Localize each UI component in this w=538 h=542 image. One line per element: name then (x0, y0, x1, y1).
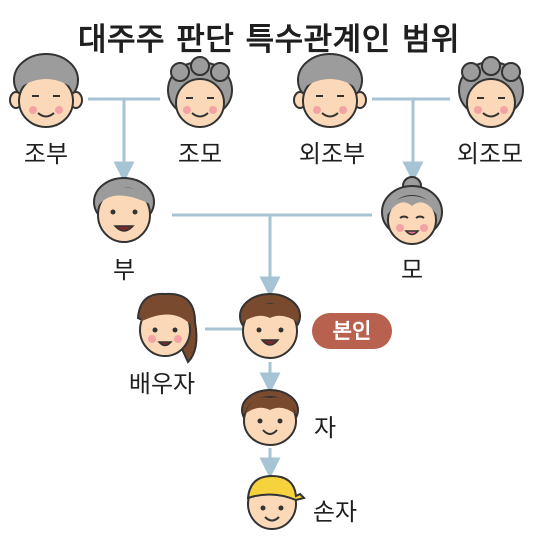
label-mother: 모 (400, 256, 424, 284)
maternal-grandfather-icon (293, 53, 367, 128)
label-father: 부 (112, 256, 136, 284)
grandfather-icon (9, 53, 83, 128)
connectors (88, 97, 450, 479)
label-maternal-grandfather: 외조부 (298, 140, 366, 168)
label-grandmother: 조모 (177, 140, 223, 168)
maternal-grandmother-icon (458, 56, 524, 128)
label-spouse: 배우자 (128, 370, 196, 398)
grandchild-icon (246, 474, 306, 530)
label-grandchild: 손자 (312, 498, 358, 526)
mother-icon (381, 176, 443, 245)
father-icon (93, 177, 155, 243)
label-grandfather: 조부 (23, 140, 69, 168)
grandmother-icon (167, 56, 233, 128)
child-icon (241, 389, 299, 446)
self-icon (239, 293, 301, 359)
self-badge: 본인 (312, 313, 392, 349)
spouse-icon (136, 292, 198, 364)
page-title: 대주주 판단 특수관계인 범위 (77, 22, 461, 58)
label-maternal-grandmother: 외조모 (456, 140, 524, 168)
label-child: 자 (313, 414, 337, 442)
